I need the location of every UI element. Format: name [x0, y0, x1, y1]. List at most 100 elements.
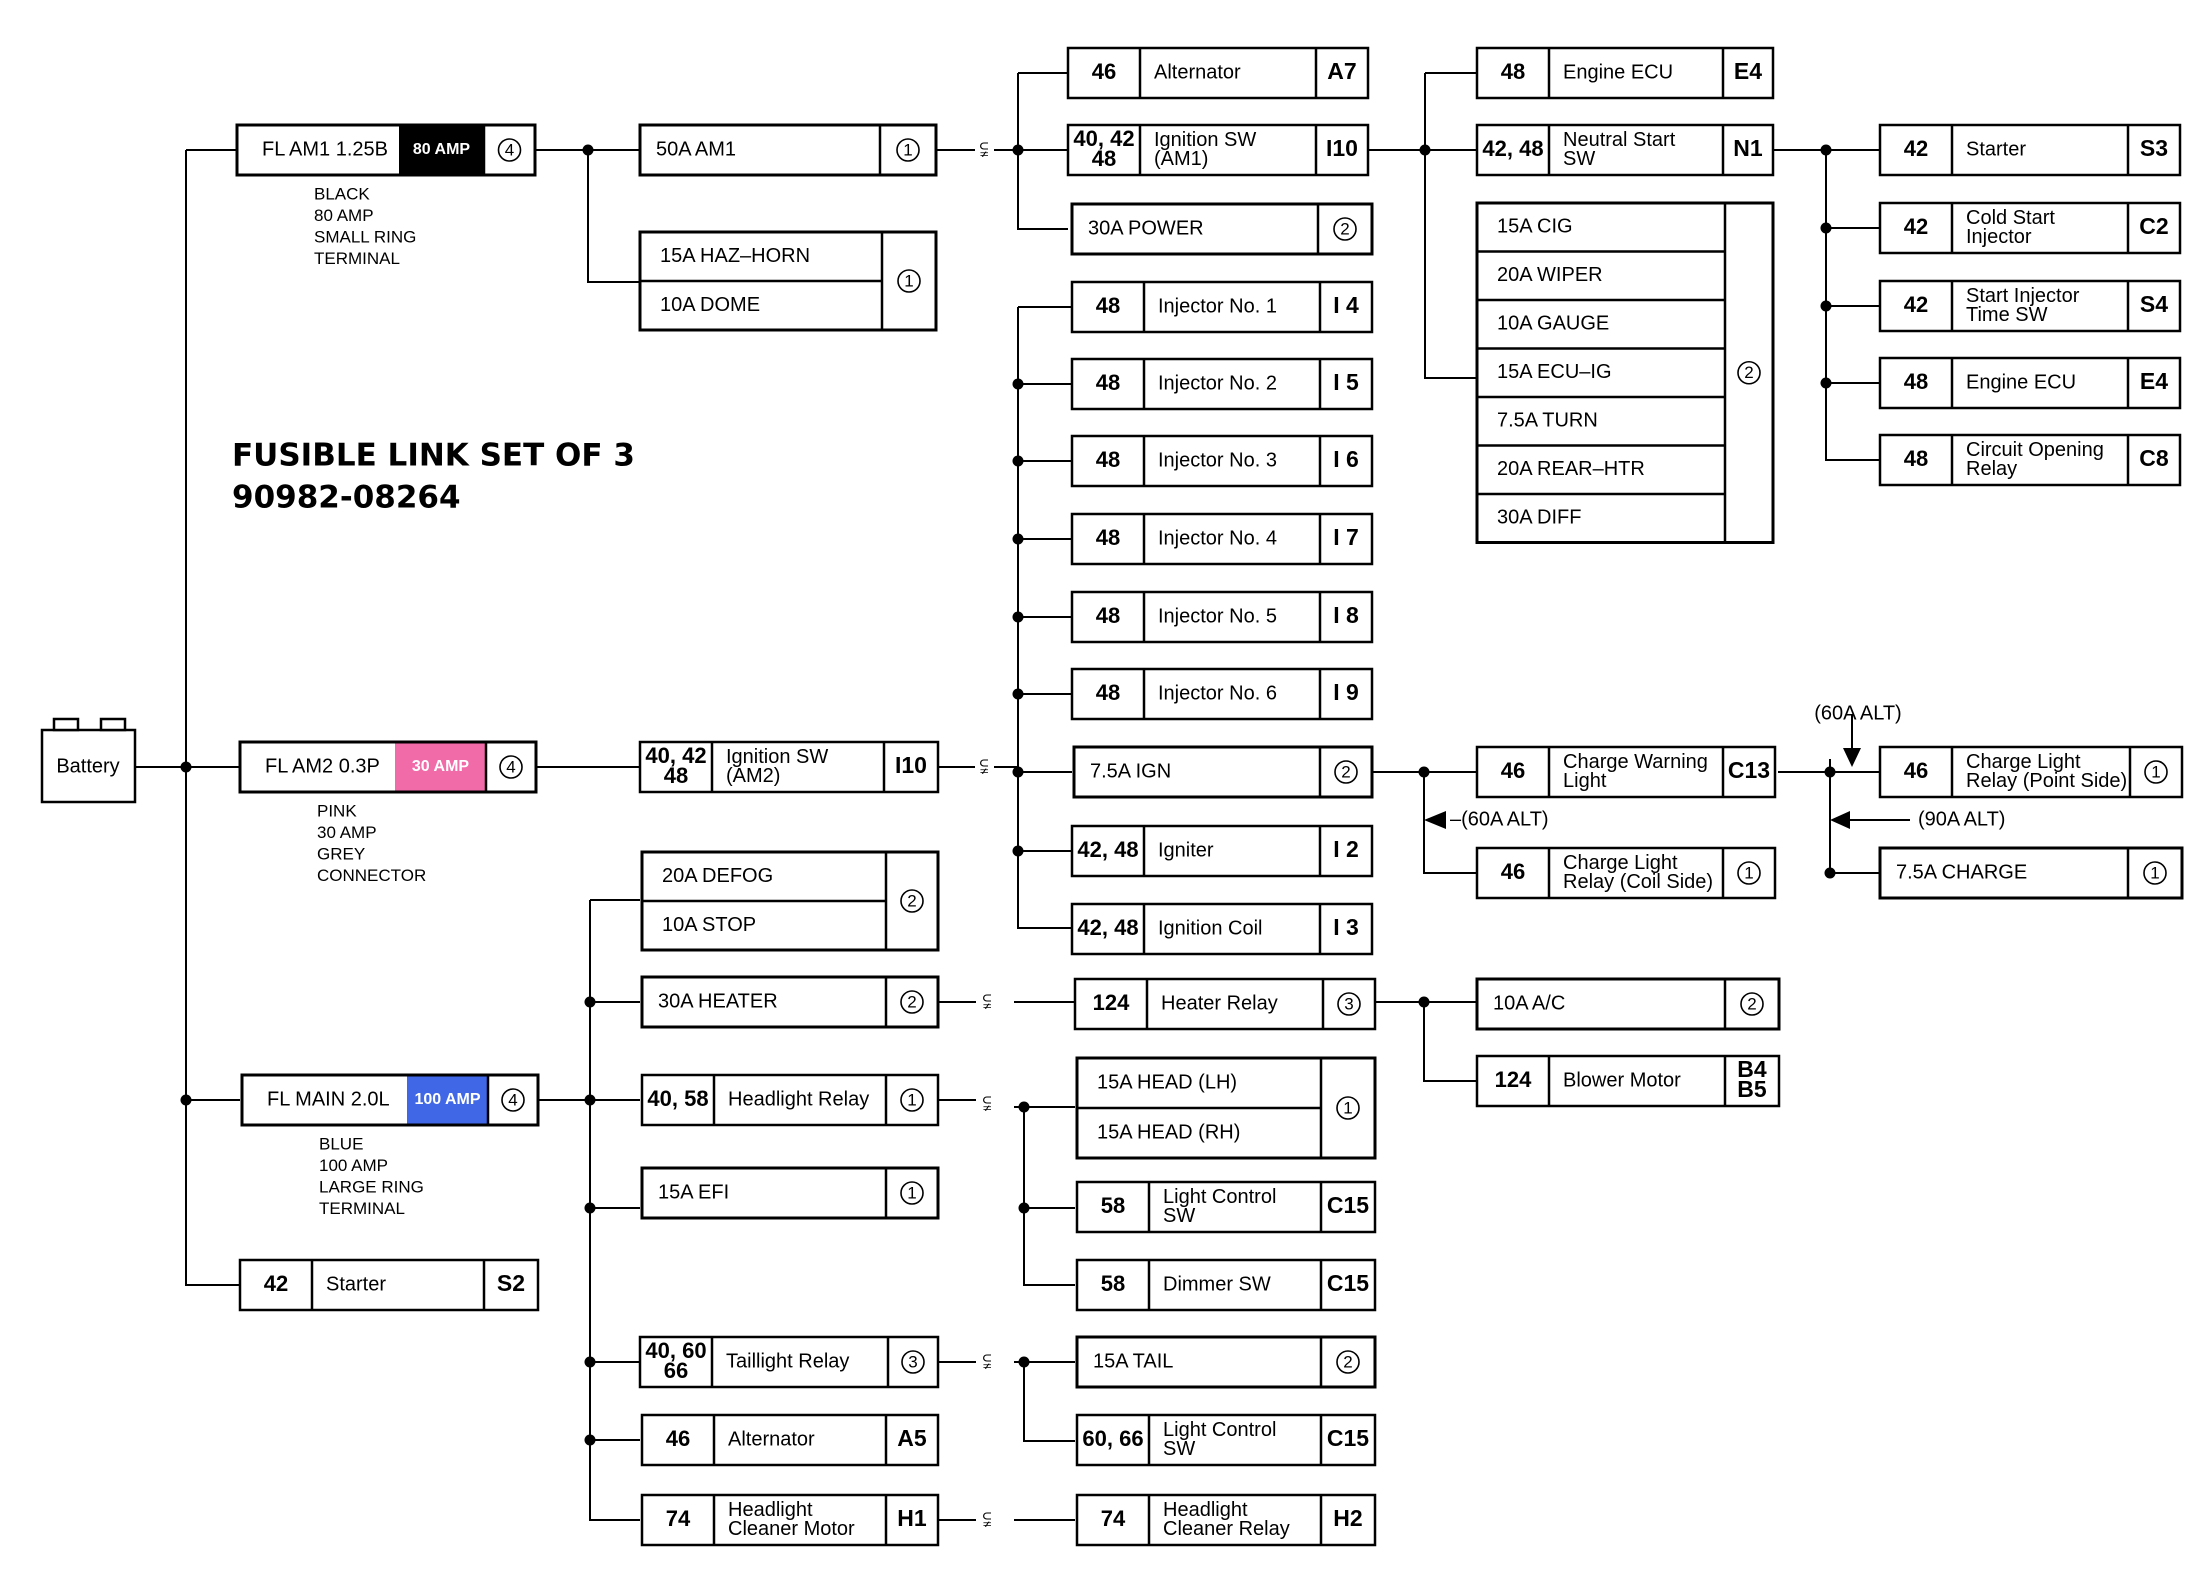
fusible-link-note: SMALL RING	[314, 227, 416, 246]
number-circle	[900, 1181, 924, 1205]
pin-number: 42	[1904, 214, 1928, 239]
fuse-label: 15A ECU–IG	[1497, 361, 1612, 383]
component-name: Igniter	[1158, 839, 1214, 861]
component-name: Neutral Start	[1563, 129, 1676, 151]
component-name: Ignition Coil	[1158, 917, 1263, 939]
circled-number: 3	[908, 1352, 917, 1371]
branch-mark: ⫋	[983, 990, 992, 1012]
component-name: Heater Relay	[1161, 992, 1278, 1014]
number-circle	[501, 1088, 525, 1112]
amp-color-swatch	[399, 126, 484, 174]
component-headlight-cleaner-motor	[640, 1493, 940, 1547]
connector-code: C2	[2139, 213, 2168, 239]
component-starter-s3	[1878, 123, 2182, 177]
component-name: Light Control	[1163, 1186, 1276, 1208]
circled-number: 2	[1343, 1352, 1352, 1371]
component-injector	[1070, 357, 1374, 411]
amp-rating: 100 AMP	[414, 1091, 480, 1108]
junction-dot	[1418, 766, 1430, 778]
component-starter-s2	[238, 1258, 540, 1312]
junction-dot	[1018, 1202, 1030, 1214]
connector-code: B5	[1737, 1076, 1767, 1102]
circled-number: 4	[508, 1090, 517, 1109]
component-name: Alternator	[1154, 61, 1241, 83]
component-name: Engine ECU	[1563, 61, 1673, 83]
junction-dot	[584, 1356, 596, 1368]
fuse-label: 15A TAIL	[1093, 1350, 1173, 1372]
component-name: Relay (Coil Side)	[1563, 871, 1713, 893]
component-injector	[1070, 667, 1374, 721]
pin-number: 42, 48	[1077, 837, 1138, 862]
fusible-link-note: 100 AMP	[319, 1156, 388, 1175]
fusible-link-label: FL AM2 0.3P	[265, 755, 380, 777]
component-name: SW	[1163, 1438, 1195, 1460]
battery-terminal	[52, 717, 80, 732]
junction-dot	[1820, 300, 1832, 312]
component-name: Headlight Relay	[728, 1088, 869, 1110]
battery-terminal	[99, 717, 127, 732]
junction-dot	[1012, 378, 1024, 390]
connector-code: I 8	[1333, 602, 1359, 628]
component-name: SW	[1163, 1205, 1195, 1227]
number-circle	[900, 889, 924, 913]
fuse-label: 10A STOP	[662, 914, 756, 936]
connector-code: C15	[1327, 1270, 1369, 1296]
wire	[185, 150, 240, 1286]
circled-number: 1	[907, 1183, 916, 1202]
component-igniter	[1070, 824, 1374, 878]
junction-dot	[1820, 144, 1832, 156]
component-name: Time SW	[1966, 304, 2048, 326]
wire	[1424, 73, 1477, 379]
connector-code: H1	[897, 1505, 927, 1531]
number-circle	[1740, 992, 1764, 1016]
connector-code: I10	[895, 752, 927, 778]
circled-number: 3	[1344, 994, 1353, 1013]
pin-number: 48	[1904, 446, 1928, 471]
pin-number: 42	[1904, 136, 1928, 161]
fusible-link-note: 80 AMP	[314, 206, 374, 225]
component-name: (AM1)	[1154, 148, 1208, 170]
circled-number: 2	[1340, 219, 1349, 238]
component-name: Headlight	[1163, 1499, 1248, 1521]
component-name: Injector No. 5	[1158, 605, 1277, 627]
fuse-label: 10A DOME	[660, 294, 760, 316]
fusible-link-note: TERMINAL	[319, 1199, 405, 1218]
circled-number: 1	[903, 140, 912, 159]
circled-number: 2	[907, 992, 916, 1011]
component-name: Blower Motor	[1563, 1069, 1681, 1091]
wire	[1023, 1107, 1075, 1286]
junction-dot	[1012, 766, 1024, 778]
component-name: Relay	[1966, 458, 2017, 480]
connector-code: I 2	[1333, 836, 1359, 862]
fusible-link-label: FL AM1 1.25B	[262, 138, 388, 160]
pin-number: 48	[1092, 146, 1116, 171]
pin-number: 60, 66	[1082, 1426, 1143, 1451]
pin-number: 42, 48	[1077, 915, 1138, 940]
connector-code: C13	[1728, 757, 1770, 783]
junction-dot	[1820, 222, 1832, 234]
component-name: Starter	[326, 1273, 386, 1295]
component-injector	[1070, 434, 1374, 488]
fuse-7-5a-charge	[1878, 846, 2184, 900]
component-name: Cleaner Motor	[728, 1518, 855, 1540]
component-name: Cold Start	[1966, 207, 2055, 229]
fuse-label: 20A REAR–HTR	[1497, 458, 1645, 480]
pin-number: 48	[1096, 603, 1120, 628]
fuse-label: 7.5A CHARGE	[1896, 861, 2027, 883]
branch-mark: ⫋	[980, 755, 989, 777]
wire	[1017, 73, 1068, 230]
pin-number: 48	[1501, 59, 1525, 84]
amp-rating: 30 AMP	[412, 758, 470, 775]
fuse-group-ign	[1475, 201, 1775, 544]
number-circle	[2144, 760, 2168, 784]
number-circle	[901, 1350, 925, 1374]
fuse-label: 15A EFI	[658, 1181, 729, 1203]
pin-number: 42, 48	[1482, 136, 1543, 161]
component-name: Injector No. 4	[1158, 527, 1277, 549]
number-circle	[497, 138, 522, 162]
component-light-control-sw-tail	[1075, 1413, 1377, 1467]
component-name: SW	[1563, 148, 1595, 170]
connector-code: C15	[1327, 1425, 1369, 1451]
component-name: Taillight Relay	[726, 1350, 849, 1372]
